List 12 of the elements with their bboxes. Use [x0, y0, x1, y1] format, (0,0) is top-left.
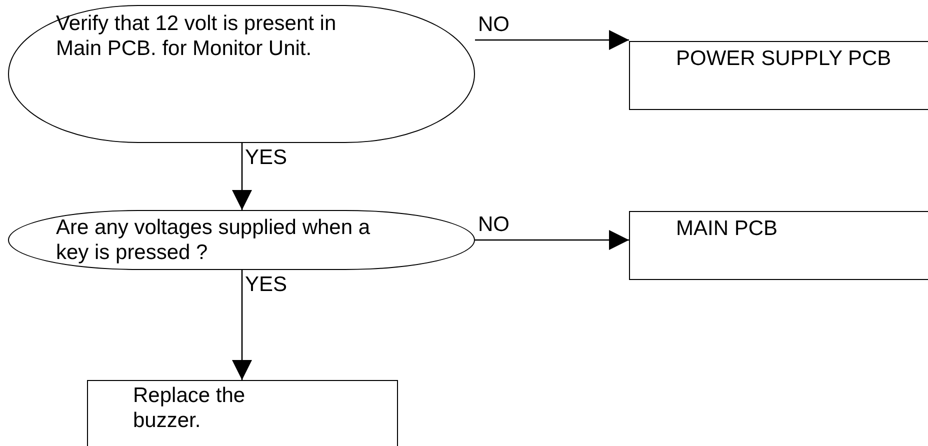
node-text: MAIN PCB: [676, 216, 779, 241]
process-box: [629, 211, 928, 280]
node-text: Replace the buzzer.: [133, 383, 246, 433]
node-text: POWER SUPPLY PCB: [676, 46, 892, 71]
arrow: [232, 143, 252, 210]
arrow: [232, 270, 252, 380]
process-box: [87, 380, 398, 446]
arrow: [475, 30, 629, 50]
node-text: Are any voltages supplied when a key is pressed ?: [56, 215, 372, 265]
arrow: [475, 230, 629, 250]
process-box: [629, 41, 928, 110]
node-text: Verify that 12 volt is present in Main PCB. for Monitor Unit.: [56, 11, 338, 61]
